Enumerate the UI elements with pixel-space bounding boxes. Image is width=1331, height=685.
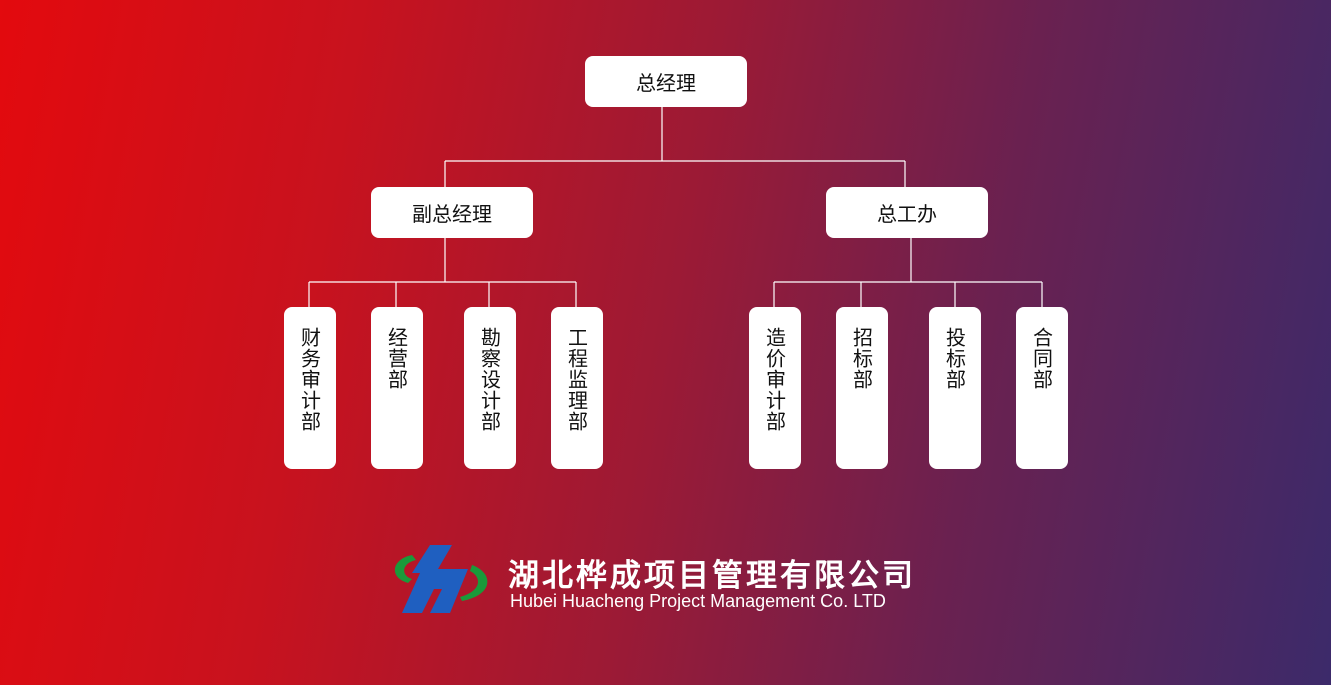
company-name-cn: 湖北桦成项目管理有限公司: [508, 558, 916, 594]
node-cost-audit: 造价审计部: [749, 307, 801, 469]
node-tendering: 招标部: [836, 307, 888, 469]
node-general-manager: 总经理: [585, 56, 747, 107]
company-name-en: Hubei Huacheng Project Management Co. LT…: [510, 591, 886, 611]
node-bidding: 投标部: [929, 307, 981, 469]
company-logo-icon: [394, 545, 488, 613]
node-deputy-manager: 副总经理: [371, 187, 533, 238]
node-contracts: 合同部: [1016, 307, 1068, 469]
node-survey-design: 勘察设计部: [464, 307, 516, 469]
node-supervision: 工程监理部: [551, 307, 603, 469]
node-finance-audit: 财务审计部: [284, 307, 336, 469]
node-operations: 经营部: [371, 307, 423, 469]
node-chief-engineer-office: 总工办: [826, 187, 988, 238]
